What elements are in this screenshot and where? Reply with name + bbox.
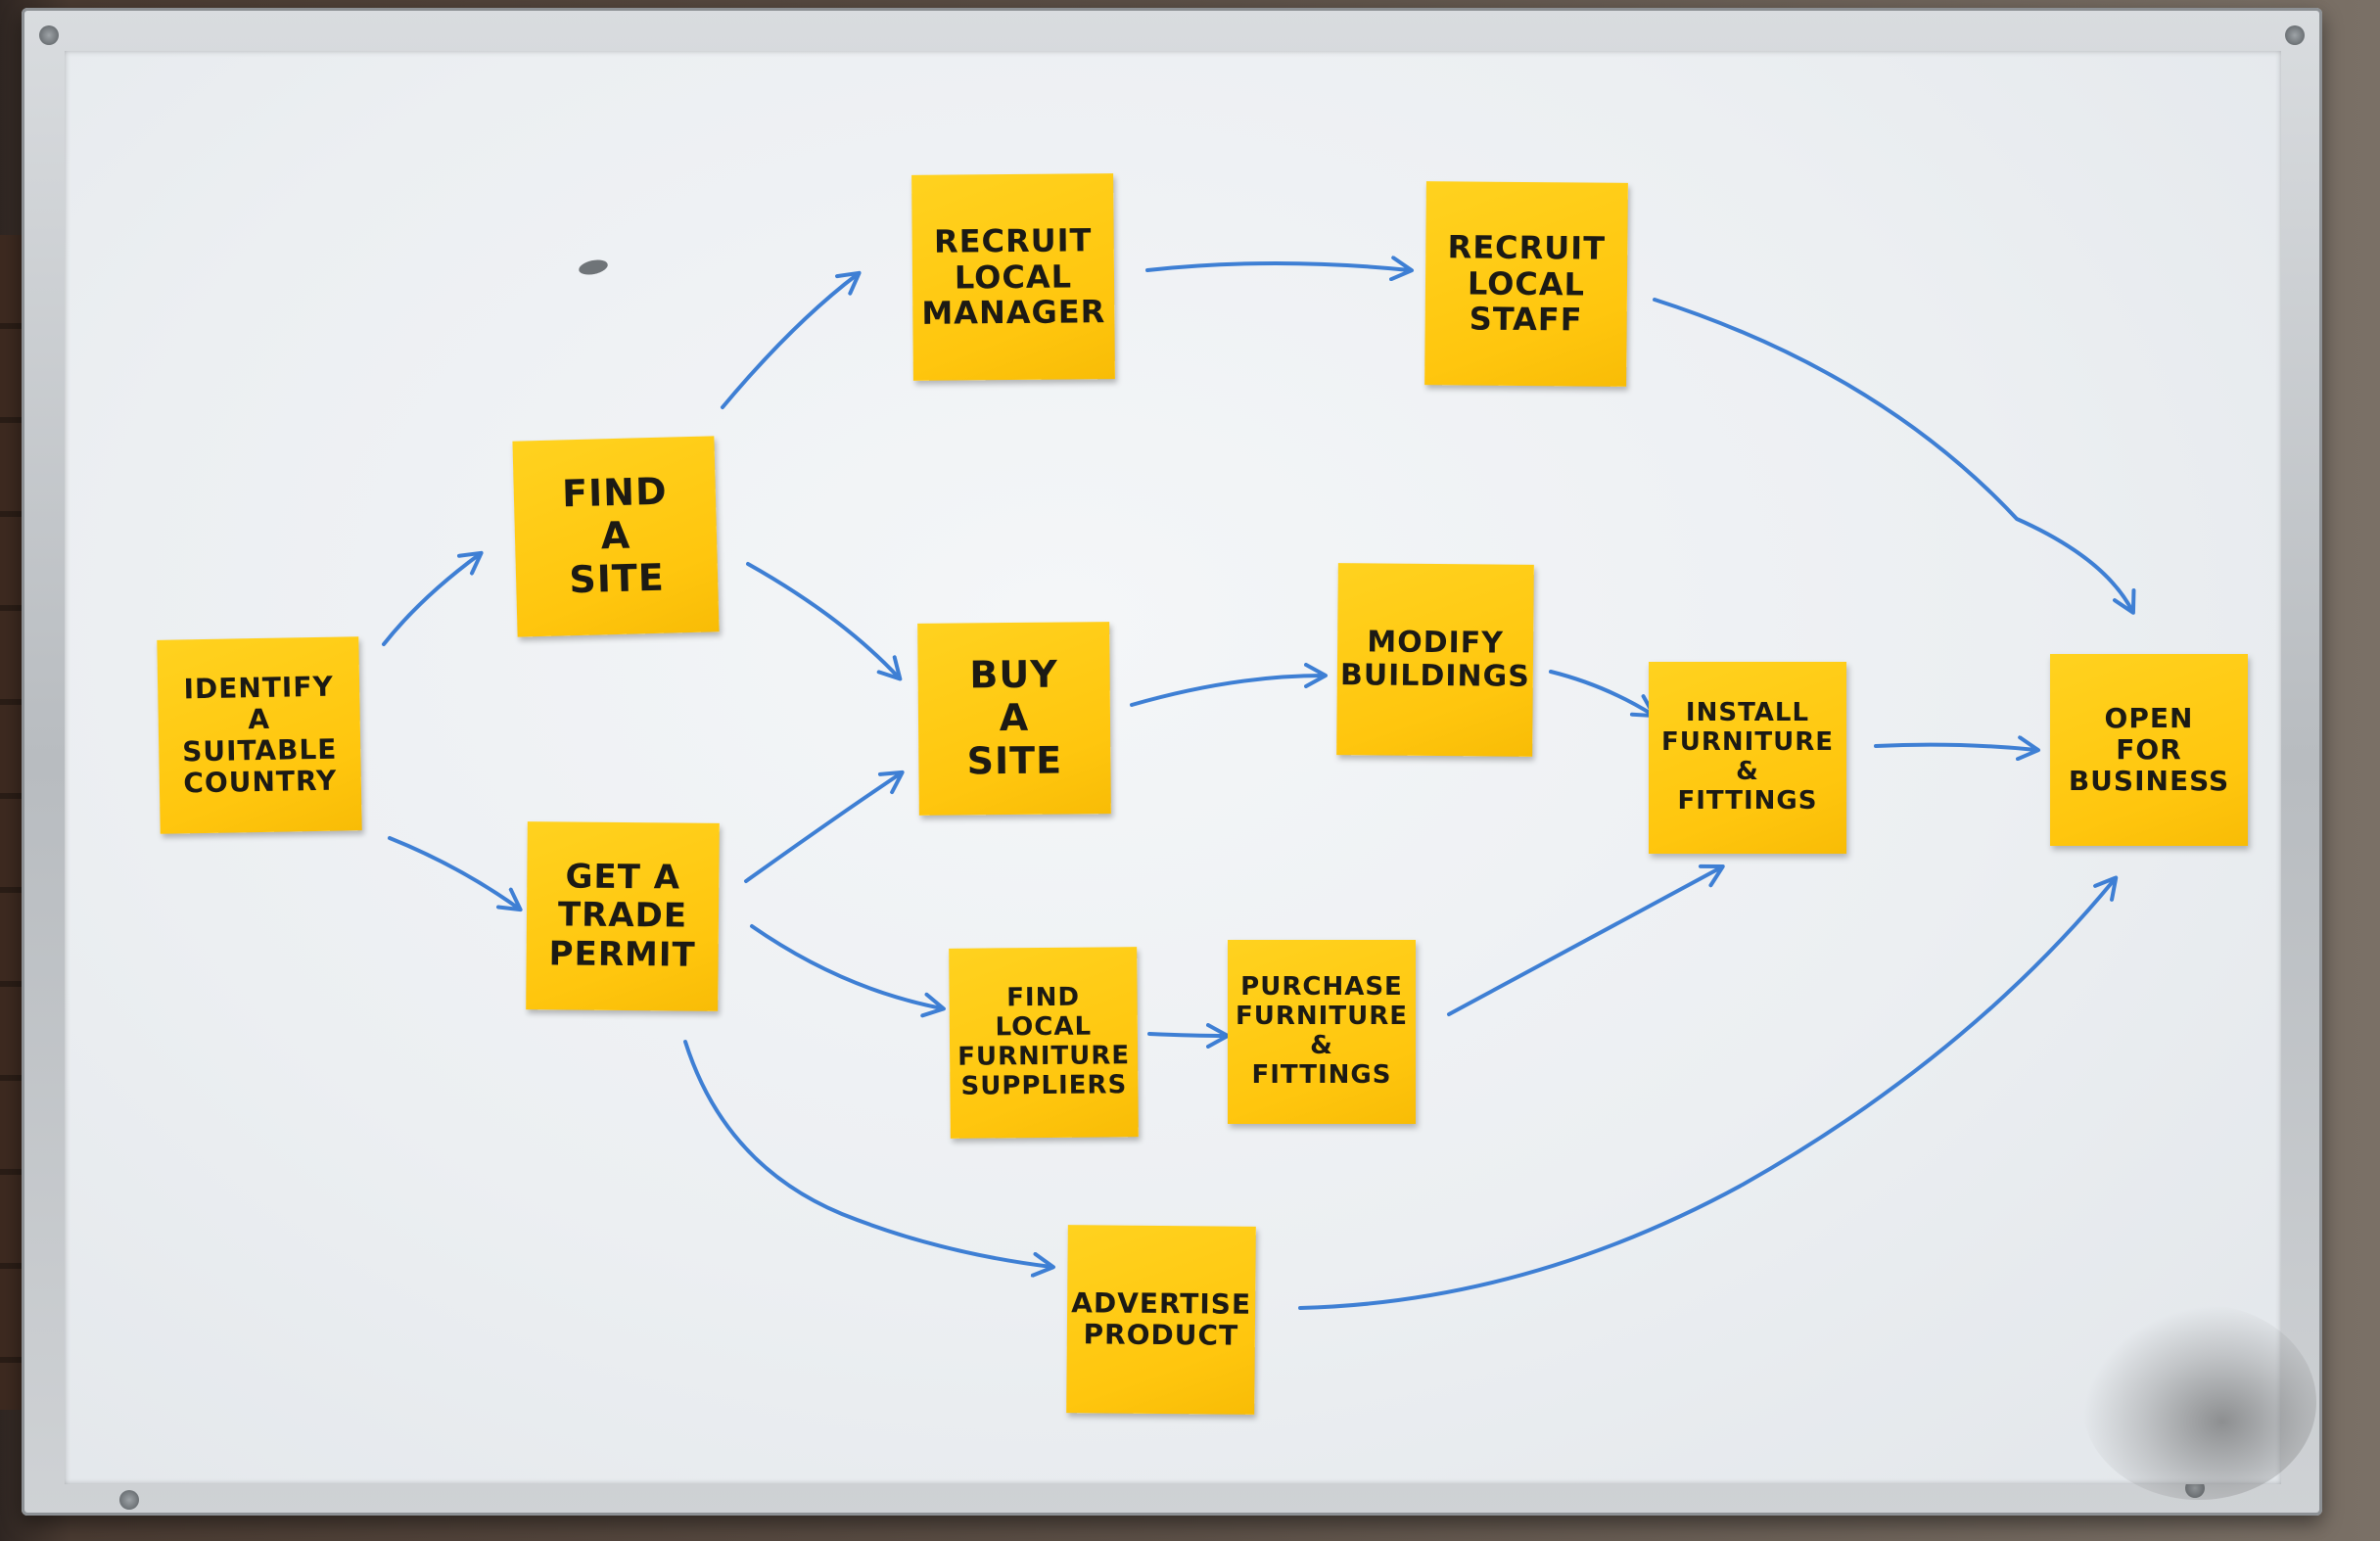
note-label: PURCHASE FURNITURE & FITTINGS bbox=[1236, 972, 1408, 1090]
sticky-note-install-furniture: INSTALL FURNITURE & FITTINGS bbox=[1649, 662, 1846, 854]
note-label: RECRUIT LOCAL STAFF bbox=[1447, 228, 1607, 339]
note-label: FIND LOCAL FURNITURE SUPPLIERS bbox=[957, 982, 1131, 1101]
sticky-note-find-suppliers: FIND LOCAL FURNITURE SUPPLIERS bbox=[949, 947, 1139, 1139]
note-label: MODIFY BUILDINGS bbox=[1339, 624, 1530, 694]
arrow-trade-permit-to-buy-site bbox=[744, 770, 905, 883]
arrow-recruit-staff-to-open bbox=[1653, 298, 2136, 615]
sticky-note-open-business: OPEN FOR BUSINESS bbox=[2050, 654, 2248, 846]
sticky-note-find-site: FIND A SITE bbox=[512, 436, 720, 637]
arrow-install-to-open bbox=[1874, 735, 2040, 762]
arrow-trade-permit-to-suppliers bbox=[750, 924, 946, 1018]
arrow-buy-site-to-modify bbox=[1130, 663, 1328, 707]
frame-corner-bottom-left bbox=[119, 1490, 139, 1510]
arrow-identify-to-trade-permit bbox=[388, 836, 523, 912]
sticky-note-recruit-staff: RECRUIT LOCAL STAFF bbox=[1424, 181, 1628, 387]
sticky-note-modify-buildings: MODIFY BUILDINGS bbox=[1336, 563, 1534, 757]
sticky-note-identify-country: IDENTIFY A SUITABLE COUNTRY bbox=[157, 636, 362, 834]
note-label: IDENTIFY A SUITABLE COUNTRY bbox=[181, 670, 338, 800]
sticky-note-trade-permit: GET A TRADE PERMIT bbox=[526, 821, 720, 1011]
arrow-recruit-manager-to-staff bbox=[1145, 256, 1414, 282]
arrow-purchase-to-install bbox=[1447, 864, 1725, 1016]
arrow-identify-to-find-site bbox=[382, 550, 484, 646]
sticky-note-advertise-product: ADVERTISE PRODUCT bbox=[1066, 1225, 1256, 1415]
note-label: GET A TRADE PERMIT bbox=[548, 857, 696, 975]
arrow-advertise-to-open bbox=[1298, 875, 2119, 1310]
sticky-note-buy-site: BUY A SITE bbox=[917, 622, 1111, 816]
frame-corner-top-left bbox=[39, 25, 59, 45]
note-label: RECRUIT LOCAL MANAGER bbox=[921, 221, 1106, 333]
sticky-note-recruit-manager: RECRUIT LOCAL MANAGER bbox=[911, 173, 1115, 381]
note-label: BUY A SITE bbox=[966, 653, 1063, 783]
whiteboard-smudge bbox=[2081, 1304, 2316, 1500]
arrow-modify-to-install bbox=[1549, 670, 1657, 719]
arrow-trade-permit-to-advertise bbox=[683, 1040, 1055, 1278]
note-label: FIND A SITE bbox=[561, 470, 669, 602]
note-label: INSTALL FURNITURE & FITTINGS bbox=[1661, 698, 1834, 816]
arrow-find-site-to-recruit-manager bbox=[721, 270, 862, 409]
arrow-find-site-to-buy-site bbox=[746, 562, 903, 681]
frame-corner-top-right bbox=[2285, 25, 2305, 45]
sticky-note-purchase-furniture: PURCHASE FURNITURE & FITTINGS bbox=[1228, 940, 1416, 1124]
arrow-suppliers-to-purchase bbox=[1147, 1022, 1230, 1049]
note-label: ADVERTISE PRODUCT bbox=[1071, 1286, 1252, 1352]
note-label: OPEN FOR BUSINESS bbox=[2068, 701, 2230, 798]
